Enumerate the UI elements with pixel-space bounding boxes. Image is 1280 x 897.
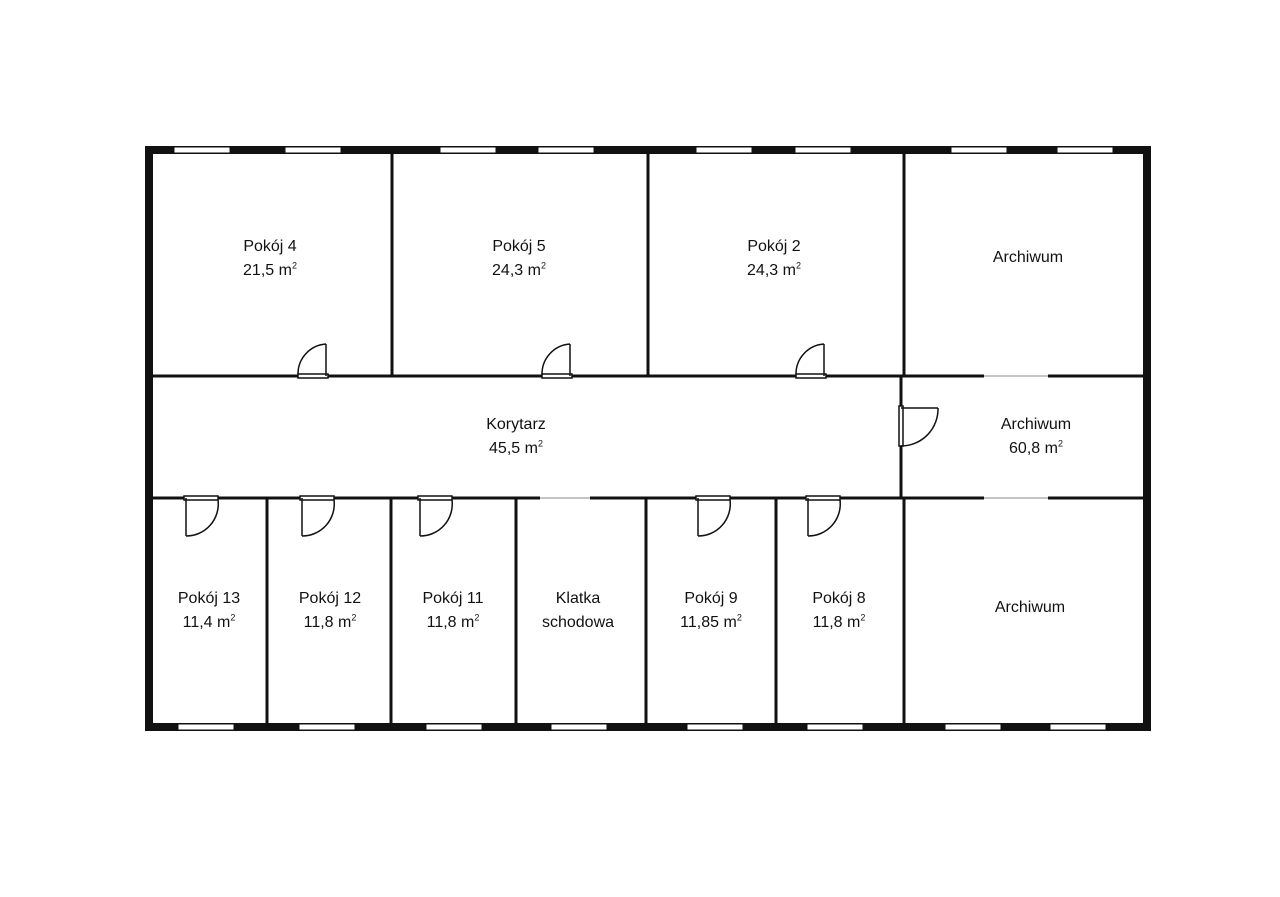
- window: [425, 723, 483, 731]
- room-label-pokoj-2: Pokój 2 24,3 m2: [747, 235, 801, 283]
- room-name: Pokój 2: [747, 238, 801, 255]
- window: [794, 146, 852, 154]
- room-name: Pokój 8: [812, 590, 866, 607]
- outer-walls: [145, 146, 1151, 731]
- room-label-pokoj-5: Pokój 5 24,3 m2: [492, 235, 546, 283]
- room-label-pokoj-4: Pokój 4 21,5 m2: [243, 235, 297, 283]
- window: [550, 723, 608, 731]
- door-icon: [898, 405, 939, 447]
- room-name: Pokój 11: [422, 590, 484, 607]
- interior-walls: [153, 154, 1143, 723]
- windows-bottom: [177, 723, 1107, 731]
- room-area: 11,85 m2: [680, 612, 742, 631]
- room-area: 60,8 m2: [1009, 438, 1063, 457]
- room-area: 11,4 m2: [182, 612, 236, 631]
- doors: [183, 343, 939, 537]
- room-name: Korytarz: [486, 416, 546, 433]
- door-icon: [795, 343, 827, 379]
- room-label-klatka-schodowa: Klatka schodowa: [542, 587, 614, 635]
- window: [944, 723, 1002, 731]
- room-label-pokoj-9: Pokój 9 11,85 m2: [680, 587, 742, 635]
- room-name: Klatka: [555, 590, 601, 607]
- room-label-archiwum-bottom: Archiwum: [995, 596, 1065, 620]
- room-area: 24,3 m2: [747, 260, 801, 279]
- window: [439, 146, 497, 154]
- room-area: 11,8 m2: [812, 612, 866, 631]
- door-icon: [299, 495, 335, 537]
- room-label-pokoj-8: Pokój 8 11,8 m2: [812, 587, 865, 635]
- window: [537, 146, 595, 154]
- window: [173, 146, 231, 154]
- room-name: Pokój 5: [492, 238, 546, 255]
- door-icon: [297, 343, 329, 379]
- window: [695, 146, 753, 154]
- door-icon: [541, 343, 573, 379]
- room-area: 11,8 m2: [303, 612, 357, 631]
- room-name: Pokój 4: [243, 238, 297, 255]
- door-icon: [695, 495, 731, 537]
- room-name: Archiwum: [1000, 416, 1072, 433]
- window: [686, 723, 744, 731]
- room-area: 21,5 m2: [243, 260, 297, 279]
- room-label-archiwum-top: Archiwum: [993, 246, 1063, 270]
- window: [950, 146, 1008, 154]
- room-label-korytarz: Korytarz 45,5 m2: [486, 413, 546, 461]
- room-label-pokoj-12: Pokój 12 11,8 m2: [299, 587, 361, 635]
- window: [1056, 146, 1114, 154]
- door-icon: [805, 495, 841, 537]
- window: [298, 723, 356, 731]
- room-name-line2: schodowa: [541, 614, 615, 631]
- room-area: 45,5 m2: [489, 438, 543, 457]
- room-name: Pokój 12: [298, 590, 362, 607]
- room-name: Pokój 9: [684, 590, 738, 607]
- room-name: Archiwum: [992, 249, 1064, 266]
- window: [284, 146, 342, 154]
- room-label-archiwum-mid: Archiwum 60,8 m2: [1001, 413, 1071, 461]
- room-area: 11,8 m2: [426, 612, 480, 631]
- room-name: Archiwum: [994, 599, 1066, 616]
- open-passages: [540, 375, 1048, 499]
- window: [177, 723, 235, 731]
- room-label-pokoj-11: Pokój 11 11,8 m2: [422, 587, 483, 635]
- windows-top: [173, 146, 1114, 154]
- window: [1049, 723, 1107, 731]
- window: [806, 723, 864, 731]
- door-icon: [183, 495, 219, 537]
- room-name: Pokój 13: [177, 590, 241, 607]
- room-label-pokoj-13: Pokój 13 11,4 m2: [178, 587, 240, 635]
- door-icon: [417, 495, 453, 537]
- room-area: 24,3 m2: [492, 260, 546, 279]
